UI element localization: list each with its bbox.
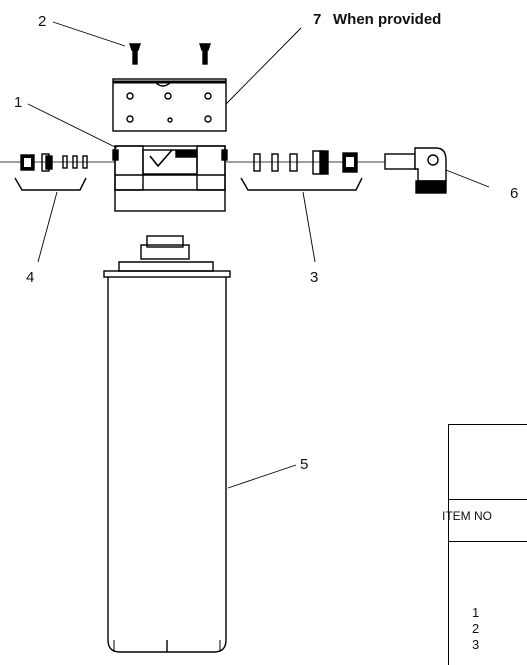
parts-table-divider: [449, 541, 527, 542]
callout-6: 6: [510, 185, 519, 202]
filter-cartridge: [103, 235, 231, 653]
screw-left: [129, 43, 141, 65]
callout-4: 4: [26, 269, 35, 286]
callout-3: 3: [310, 269, 319, 286]
callout-2: 2: [38, 13, 47, 30]
screw-right: [199, 43, 211, 65]
item-no-cell: 1: [472, 605, 480, 620]
callout-1: 1: [14, 94, 23, 111]
elbow-fitting: [384, 147, 447, 194]
item-no-cell: 3: [472, 637, 480, 652]
item-no-cell: 2: [472, 621, 480, 636]
callout-7-note: When provided: [333, 11, 442, 28]
mounting-bracket: [112, 78, 227, 132]
item-no-header: ITEM NO: [442, 509, 492, 523]
parts-table-title-row: [449, 425, 527, 500]
parts-table: ITEM NO 1 2 3: [442, 424, 527, 665]
callout-7: 7: [313, 11, 322, 28]
leader-lines: [27, 21, 490, 489]
filter-head: [112, 145, 228, 212]
callout-5: 5: [300, 456, 309, 473]
right-fitting-kit: [240, 150, 363, 191]
left-fitting-kit: [14, 153, 88, 191]
